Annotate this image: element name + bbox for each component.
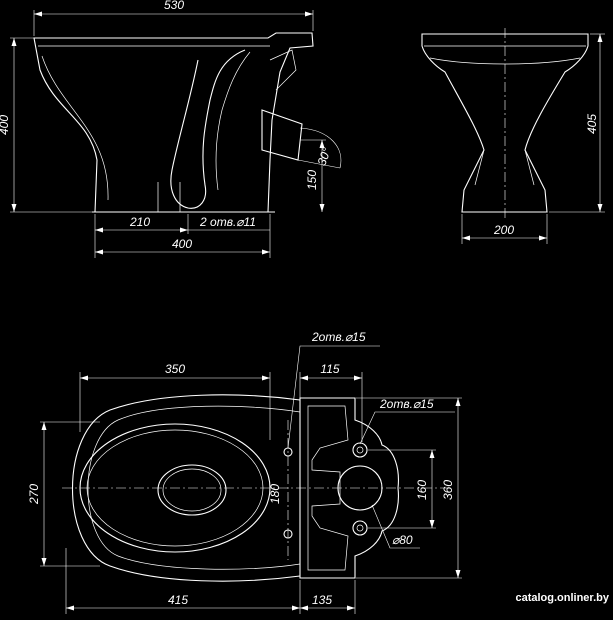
top-tank-shelf bbox=[299, 397, 399, 579]
dim-base-width: 200 bbox=[493, 223, 514, 237]
dim-front-to-mount: 210 bbox=[129, 215, 150, 229]
side-bowl-outline bbox=[33, 32, 314, 213]
label-inlet-diameter: ⌀80 bbox=[392, 533, 413, 547]
top-view: 350 115 2отв.⌀15 2отв.⌀15 270 180 160 bbox=[27, 330, 462, 614]
top-drain bbox=[157, 464, 227, 516]
side-outlet bbox=[261, 109, 303, 161]
watermark: catalog.onliner.by bbox=[515, 592, 609, 604]
dim-front-height: 405 bbox=[585, 114, 599, 134]
dim-base-length: 400 bbox=[172, 237, 192, 251]
side-trap bbox=[170, 49, 246, 209]
dim-seat-holes-spacing: 180 bbox=[268, 484, 282, 504]
dim-tank-depth: 135 bbox=[312, 593, 332, 607]
dim-outlet-height: 150 bbox=[305, 170, 319, 190]
dim-tank-height: 360 bbox=[441, 480, 455, 500]
dim-total-length: 415 bbox=[168, 593, 188, 607]
label-mount-holes: 2 отв.⌀11 bbox=[199, 215, 256, 229]
dim-outlet-angle: 30° bbox=[315, 146, 334, 168]
front-view: 405 200 bbox=[421, 28, 605, 244]
front-outline bbox=[421, 33, 589, 213]
dim-height: 400 bbox=[0, 115, 11, 135]
dim-overall-length: 530 bbox=[164, 0, 184, 12]
dim-bowl-length: 350 bbox=[165, 362, 185, 376]
top-inlet bbox=[337, 465, 383, 511]
label-tank-holes: 2отв.⌀15 bbox=[379, 397, 434, 411]
dim-hole-spacing: 160 bbox=[415, 480, 429, 500]
side-view: 530 400 150 30° 210 2 отв.⌀11 400 bbox=[0, 0, 342, 258]
dim-width: 270 bbox=[27, 484, 41, 505]
top-bowl-outer bbox=[72, 394, 301, 582]
label-tank-mount-holes: 2отв.⌀15 bbox=[311, 330, 366, 344]
dim-tank-offset: 115 bbox=[320, 362, 339, 376]
